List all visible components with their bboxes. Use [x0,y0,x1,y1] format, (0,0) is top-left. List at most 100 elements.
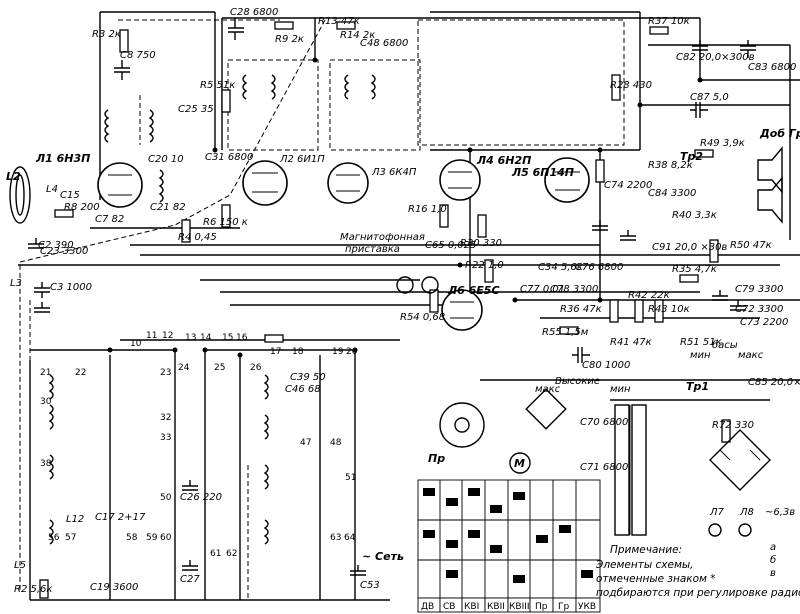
terminal-numbers: 10 11 12 13 14 15 16 17 18 19 20 21 22 2… [40,331,358,559]
terminal-label: б [770,554,776,566]
label-r72: R72 330 [712,420,754,431]
annotations: басы мин макс Высокие макс мин ~ Сеть ~6… [362,339,795,579]
label-r35: R35 4,7к [672,264,717,275]
switch-bank: ДВ СВ КВI КВII КВIII Пр Гр УКВ [417,479,601,613]
label-r6: R6 150 к [203,217,248,228]
svg-text:M: M [514,457,525,470]
label-c15: C15 [60,190,80,201]
svg-text:11: 11 [146,331,157,341]
bass-min-label: мин [690,350,711,361]
label-c91: C91 20,0 ×30в [652,242,727,253]
svg-text:14: 14 [200,333,212,343]
label-r43: R43 10к [648,304,690,315]
lamp-label: Л8 [739,507,754,518]
tube-label: Л3 6К4П [371,167,417,178]
label-c72: C72 3300 [735,304,783,315]
svg-text:10: 10 [130,339,142,349]
svg-text:30: 30 [40,397,52,407]
bass-label: басы [712,339,738,351]
switch-label: УКВ [578,602,596,612]
label-c65: C65 0,025 [425,240,477,251]
label-c8: C8 750 [120,50,156,61]
top-wiring [18,11,800,401]
switch-label: ДВ [421,602,434,612]
tube-label: Л4 6Н2П [476,154,531,167]
svg-text:23: 23 [160,368,171,378]
svg-text:63: 63 [330,533,341,543]
label-c20: C20 10 [148,154,184,165]
svg-text:48: 48 [330,438,342,448]
treble-label: Высокие [555,376,600,387]
svg-text:59: 59 [146,533,158,543]
label-c80: C80 1000 [582,360,630,371]
svg-text:60: 60 [160,533,172,543]
label-r14: R14 2к [340,30,375,41]
label-r37: R37 10к [648,16,690,27]
label-c46: C46 68 [285,384,321,395]
label-c27: C27 [180,574,200,585]
label-c79: C79 3300 [735,284,783,295]
resistors [39,21,731,599]
tube-l5: Л5 6П14П [511,157,590,203]
svg-text:51: 51 [345,473,356,483]
label-r13: R13 47к [318,16,360,27]
tube-l6: Л6 6Е5С [441,284,500,331]
label-c53: C53 [360,580,380,591]
tube-l4: Л4 6Н2П [439,154,531,201]
label-c84: C84 3300 [648,188,696,199]
label-c85: C85 20,0× ×450в [748,377,800,388]
svg-text:12: 12 [162,331,173,341]
label-l5: L5 [14,560,26,571]
switch-bank-labels: ДВ СВ КВI КВII КВIII Пр Гр УКВ [417,597,601,613]
tr2-label: Тр2 [680,150,703,163]
switch-label: КВI [464,602,479,612]
label-c48: C48 6800 [360,38,408,49]
svg-text:18: 18 [292,347,304,357]
tape-socket: Магнитофонная приставка [340,232,439,294]
speakers: Доб Гр Тр2 [680,127,800,224]
label-c19: C19 3600 [90,582,138,593]
label-r2: R2 5,6к [14,584,52,595]
label-c17: C17 2+17 [95,512,146,523]
tube-l1: Л1 6Н3П [35,152,143,208]
label-r30: R30 330 [460,238,502,249]
switch-label: Гр [558,602,569,612]
magnet-label-2: приставка [345,244,400,255]
svg-text:19: 19 [332,347,344,357]
label-r9: R9 2к [275,34,304,45]
label-r3: R3 2к [92,29,121,40]
label-c25: C25 35 [178,104,214,115]
svg-text:20: 20 [346,347,358,357]
note-line-1: Элементы схемы, [595,559,694,571]
label-r50: R50 47к [730,240,772,251]
label-r28: R28 430 [610,80,652,91]
label-l3: L3 [10,278,22,289]
label-r54: R54 0,68 [400,312,445,323]
power-supply: Тр1 M [439,380,771,536]
junctions [107,57,703,358]
tube-label: Л1 6Н3П [35,152,90,165]
label-c3: C3 1000 [50,282,92,293]
label-l12: L12 [66,514,84,525]
label-r8: R8 200 [64,202,100,213]
footnote: Примечание: Элементы схемы, отмеченные з… [595,544,800,599]
svg-text:33: 33 [160,433,171,443]
svg-text:13: 13 [185,333,196,343]
svg-text:61: 61 [210,549,221,559]
switch-label: КВII [487,602,505,612]
label-r36: R36 47к [560,304,602,315]
label-r4: R4 0,45 [178,232,217,243]
label-c23: C23 3300 [40,246,88,257]
label-c87: C87 5,0 [690,92,729,103]
label-r49: R49 3,9к [700,138,745,149]
label-c7: C7 82 [95,214,124,225]
svg-text:16: 16 [236,333,248,343]
terminal-label: а [770,542,776,553]
tube-label: Л5 6П14П [511,166,574,179]
mains-label: ~ Сеть [362,550,404,563]
svg-text:32: 32 [160,413,171,423]
label-pr: Пр [428,452,445,465]
svg-text:26: 26 [250,363,262,373]
treble-max-label: макс [535,384,561,395]
label-c76: C76 6800 [575,262,623,273]
